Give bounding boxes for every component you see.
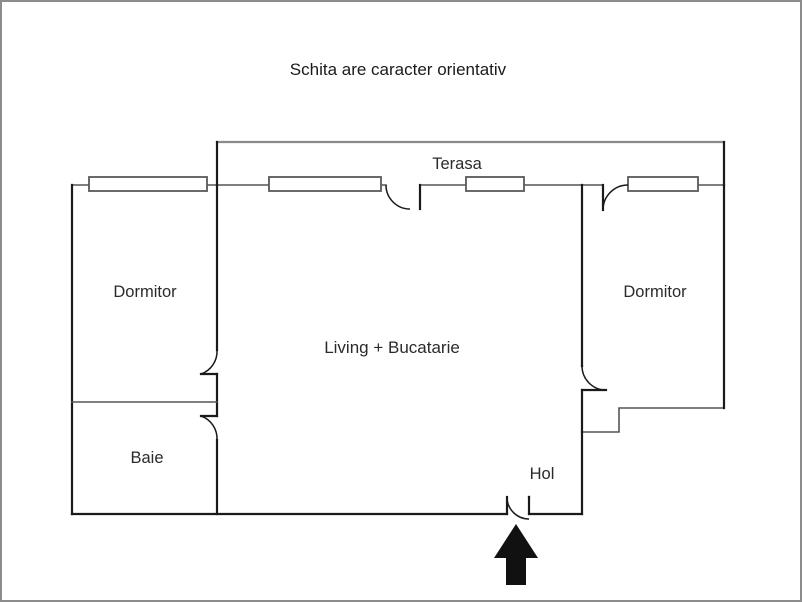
page-title: Schita are caracter orientativ (290, 60, 507, 79)
door-entrance (506, 496, 530, 520)
room-label-terasa: Terasa (432, 155, 482, 173)
room-label-dormitor-right: Dormitor (623, 283, 687, 301)
window-living-left (268, 176, 382, 192)
terrace-outline (215, 140, 726, 187)
room-label-living: Living + Bucatarie (324, 338, 460, 357)
window-dormitor-right (627, 176, 699, 192)
alcove-notch-wall (581, 407, 725, 433)
window-living-right (465, 176, 525, 192)
door-terasa-living (385, 184, 411, 210)
entrance-arrow (494, 524, 538, 585)
door-dormitor-left (200, 349, 218, 375)
window-dormitor-left (88, 176, 208, 192)
door-terasa-dormitor-right (602, 184, 629, 211)
room-label-hol: Hol (530, 465, 555, 483)
doors-group (199, 183, 629, 520)
interior-walls (71, 183, 584, 516)
windows-group (88, 176, 699, 192)
room-label-baie: Baie (130, 449, 163, 467)
door-dormitor-right (581, 365, 607, 391)
room-label-dormitor-left: Dormitor (113, 283, 177, 301)
door-baie (200, 415, 218, 441)
exterior-walls (70, 183, 726, 516)
